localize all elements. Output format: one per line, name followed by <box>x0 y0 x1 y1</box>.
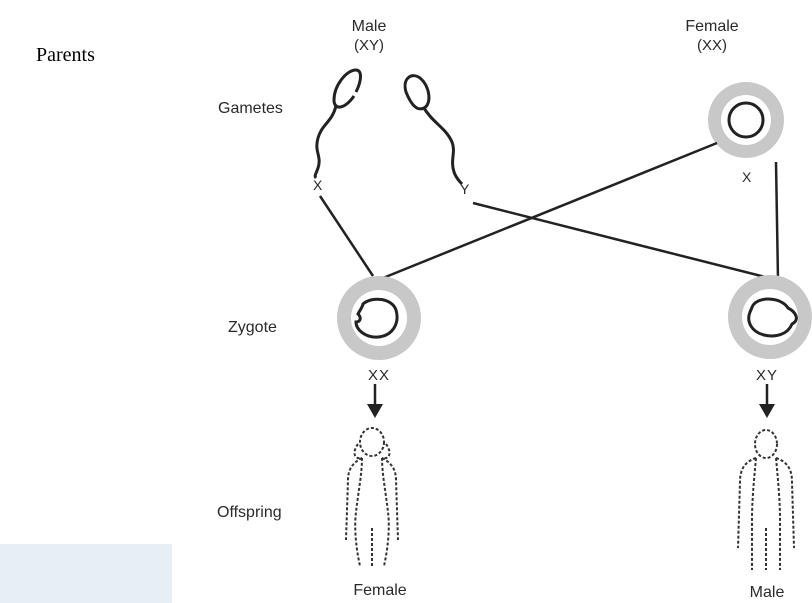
zygote-xy-icon <box>728 275 812 359</box>
female-figure-icon <box>346 428 398 566</box>
sperm-y-chromosome: Y <box>460 181 470 197</box>
sperm-y-icon <box>405 76 462 184</box>
fertilization-lines <box>320 143 778 280</box>
zygote-label: Zygote <box>228 319 277 336</box>
arrow-down-icon <box>367 384 383 418</box>
egg-x-chromosome: X <box>742 169 752 185</box>
zygote-xx-genotype: XX <box>368 367 390 384</box>
sperm-x-icon <box>315 70 360 178</box>
zygote-xx-icon <box>337 276 421 360</box>
female-parent-label: Female <box>685 18 738 35</box>
arrow-down-icon <box>759 384 775 418</box>
offspring-female-label: Female <box>353 582 406 599</box>
female-parent-genotype: (XX) <box>697 37 727 54</box>
zygote-xy-genotype: XY <box>756 367 778 384</box>
egg-icon <box>708 82 784 158</box>
male-parent-genotype: (XY) <box>354 37 384 54</box>
offspring-male-label: Male <box>750 584 785 601</box>
male-figure-icon <box>738 430 794 570</box>
gametes-label: Gametes <box>218 100 283 117</box>
offspring-label: Offspring <box>217 504 282 521</box>
male-parent-label: Male <box>352 18 387 35</box>
sperm-x-chromosome: X <box>313 177 323 193</box>
